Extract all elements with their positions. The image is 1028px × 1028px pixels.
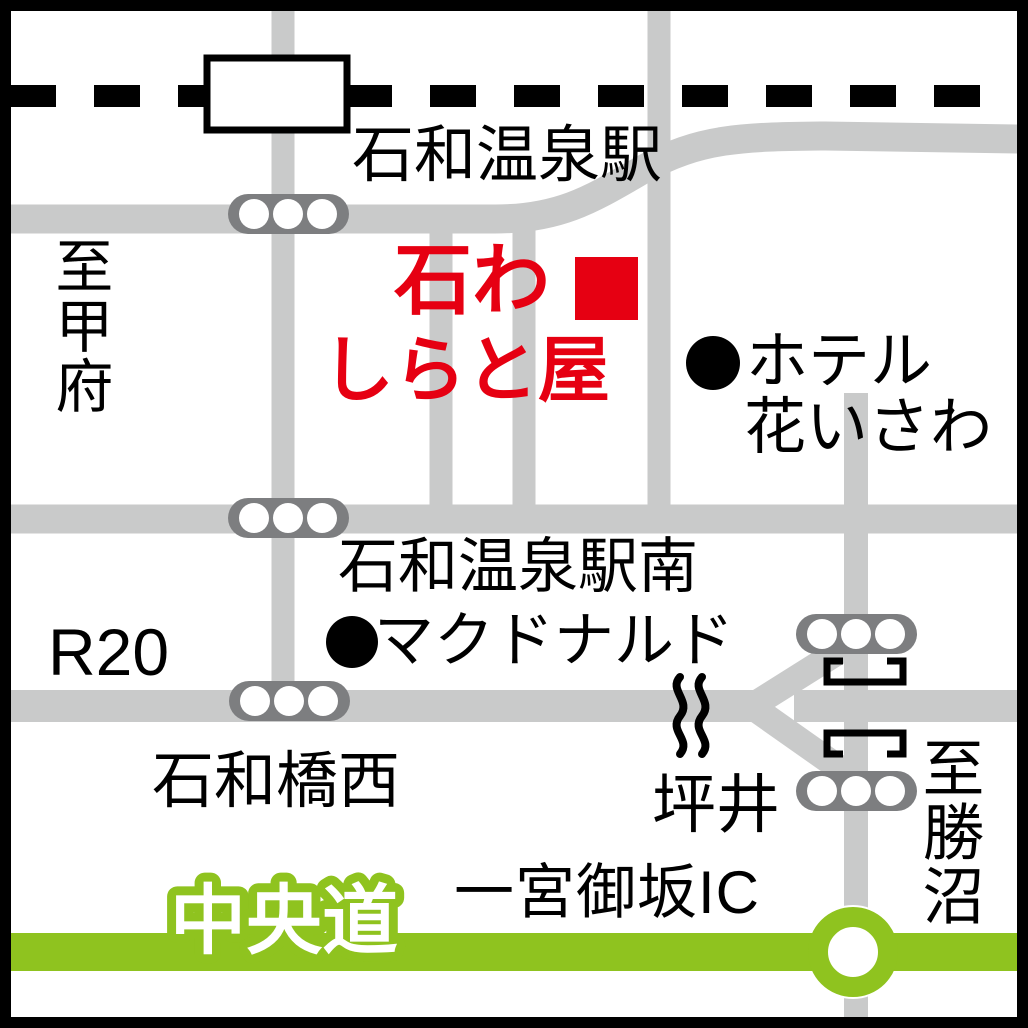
river-wavy-icon bbox=[672, 673, 710, 758]
station-rect-icon bbox=[203, 54, 351, 134]
traffic-signal-icon-1 bbox=[228, 194, 349, 234]
station-south-intersection-label: 石和温泉駅南 bbox=[338, 533, 698, 600]
destination-label-line2: しらと屋 bbox=[322, 331, 611, 411]
to-katsunuma-label: 至勝沼 bbox=[912, 736, 982, 928]
station-label: 石和温泉駅 bbox=[352, 121, 663, 190]
mcdonalds-dot-icon bbox=[326, 616, 378, 668]
tsuboi-label: 坪井 bbox=[652, 769, 780, 841]
expressway-label: 中央道 bbox=[170, 879, 398, 964]
to-kofu-label: 至甲府 bbox=[46, 236, 112, 416]
hotel-label-line2: 花いさわ bbox=[744, 393, 993, 462]
mcdonalds-label: マクドナルド bbox=[374, 607, 734, 674]
interchange-label: 一宮御坂IC bbox=[454, 859, 760, 926]
route-r20-label: R20 bbox=[48, 615, 170, 689]
traffic-signal-icon-3 bbox=[229, 681, 350, 721]
destination-red-square-icon bbox=[575, 257, 638, 320]
isawabashi-nishi-label: 石和橋西 bbox=[152, 747, 401, 816]
traffic-signal-icon-4 bbox=[796, 614, 917, 654]
hotel-label-line1: ホテル bbox=[746, 327, 933, 396]
underpass-bracket-lower-icon bbox=[823, 729, 907, 758]
road-station-front-curve bbox=[10, 121, 1019, 234]
interchange-ring-icon bbox=[808, 907, 898, 997]
traffic-signal-icon-5 bbox=[796, 771, 917, 811]
hotel-dot-icon bbox=[686, 336, 740, 390]
traffic-signal-icon-2 bbox=[228, 498, 349, 538]
traffic-signals bbox=[228, 194, 917, 811]
interchange-inner bbox=[827, 926, 879, 978]
underpass-bracket-upper-icon bbox=[823, 657, 907, 686]
destination-label-line1: 石わ bbox=[394, 236, 551, 324]
road-network bbox=[10, 10, 1019, 1018]
